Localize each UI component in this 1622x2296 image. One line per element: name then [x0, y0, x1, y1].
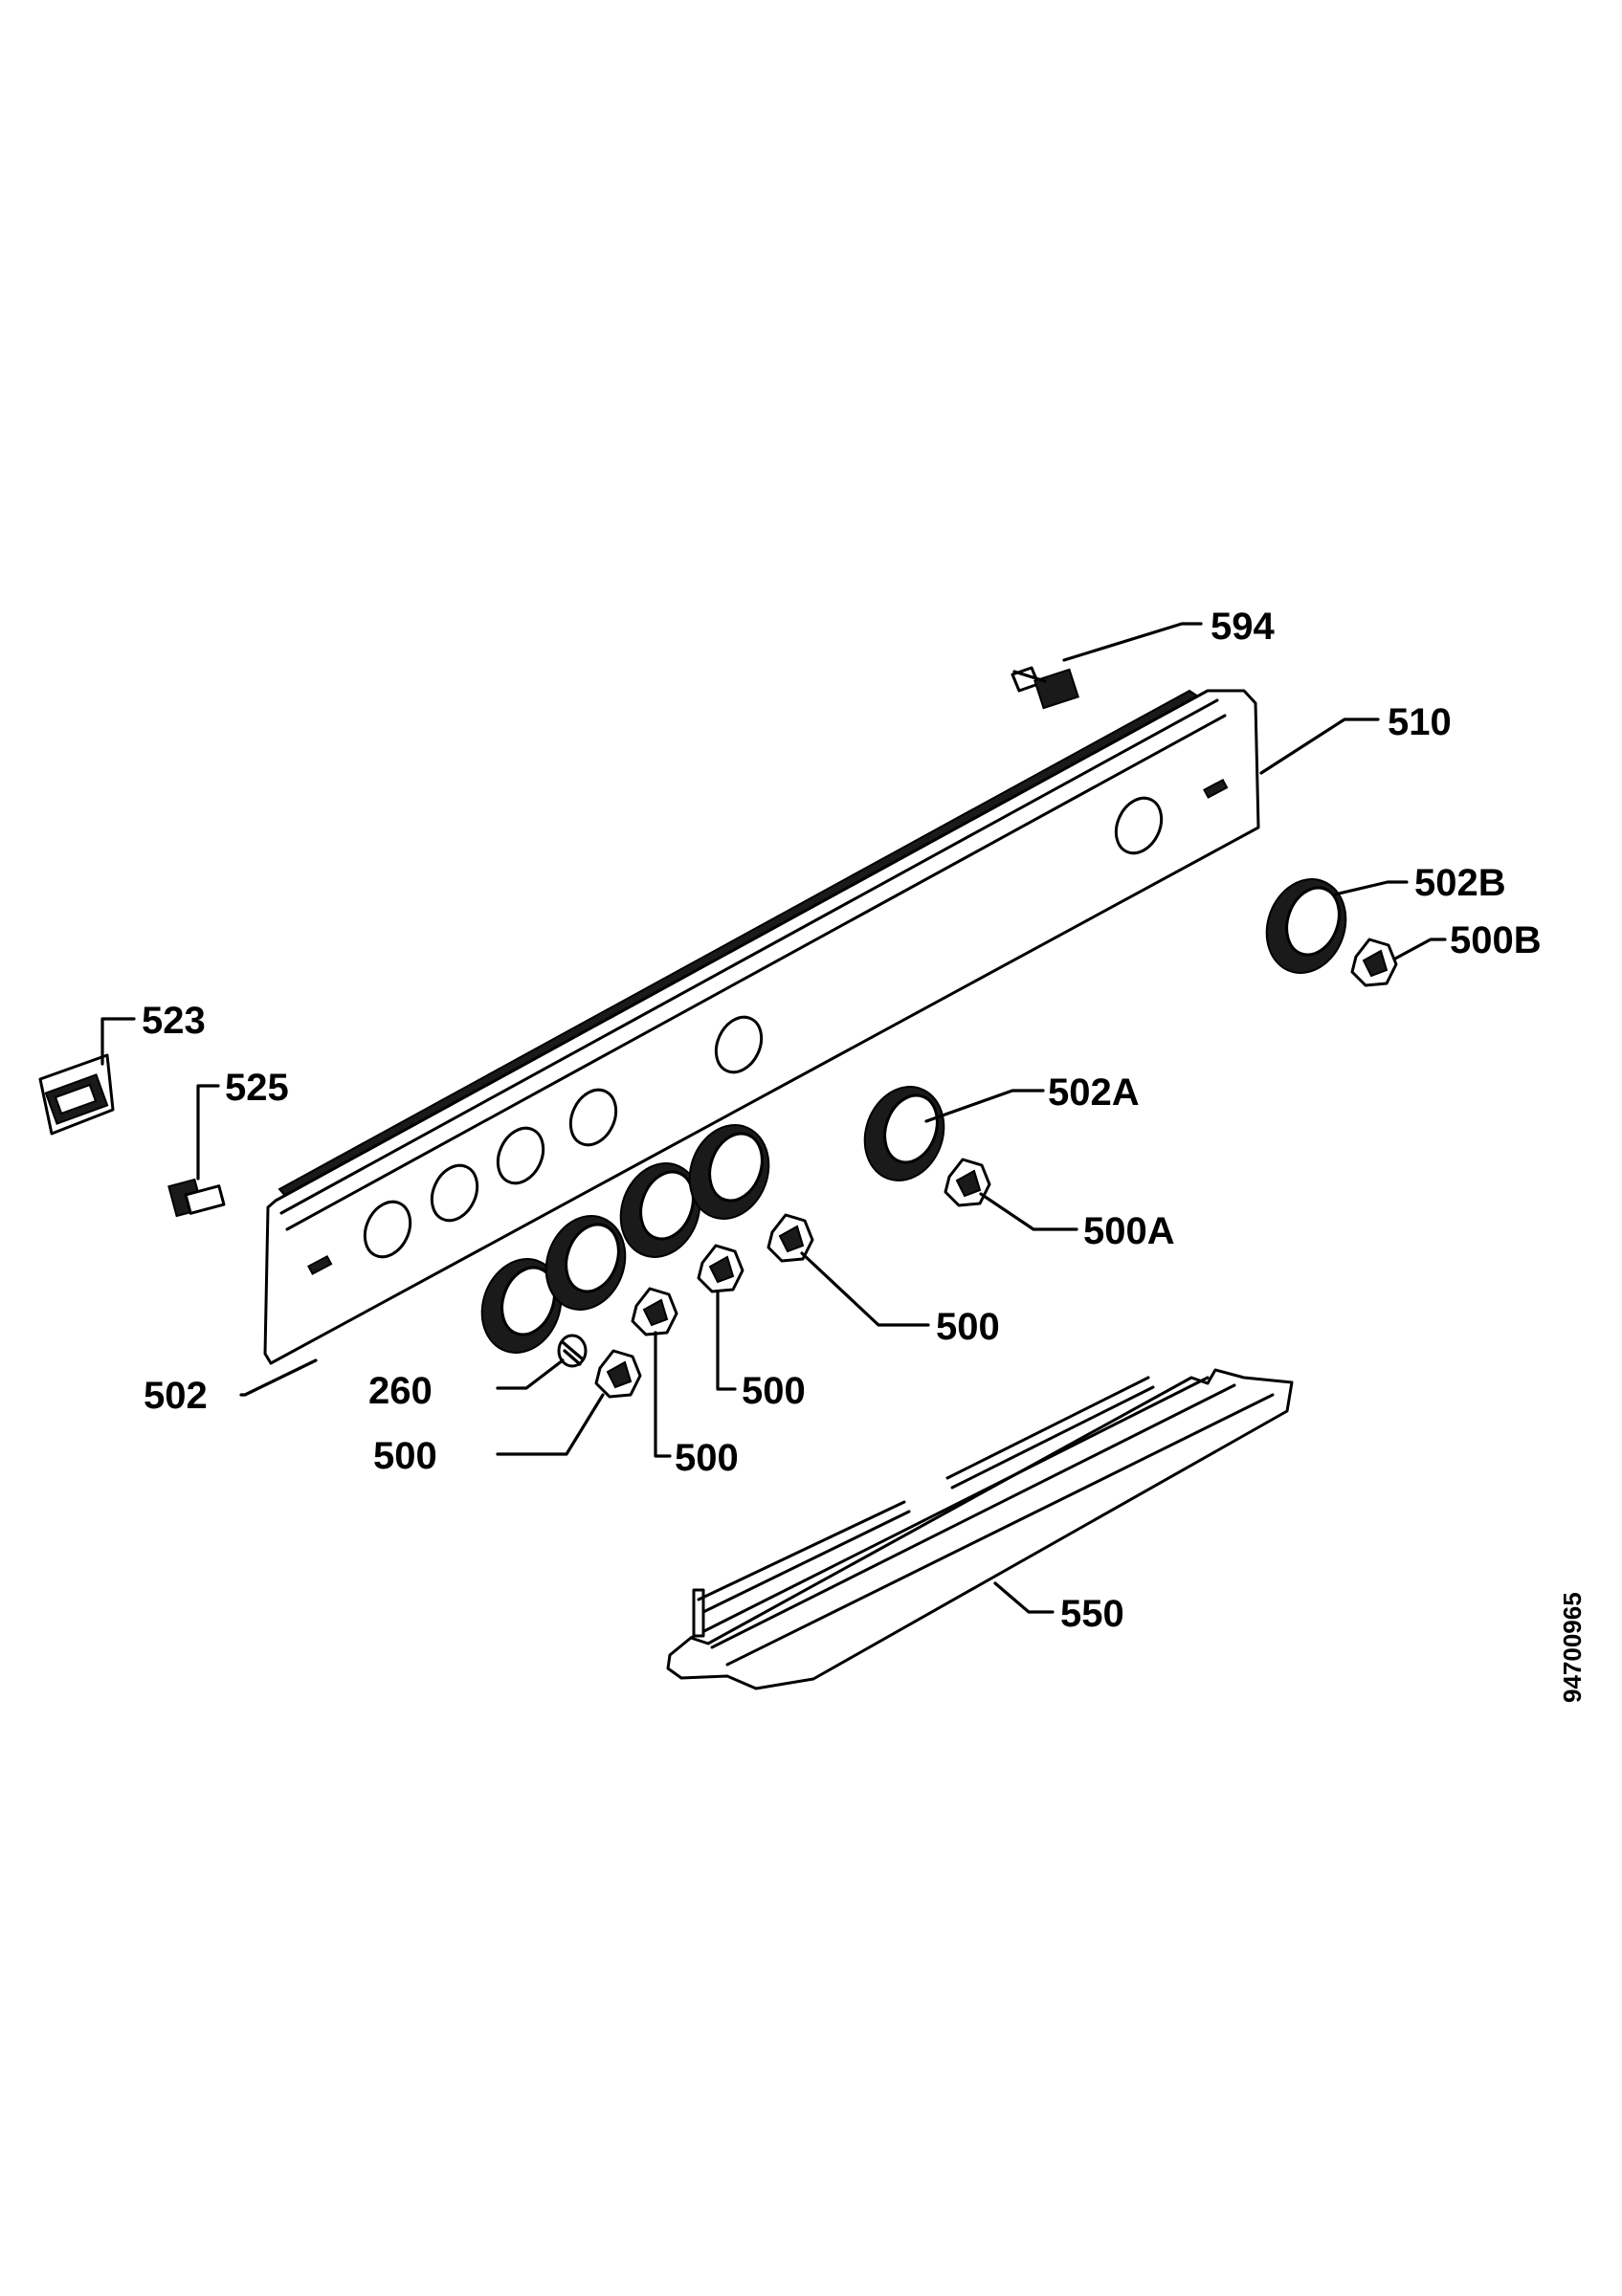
label-260: 260	[368, 1370, 433, 1412]
bezel	[480, 1258, 563, 1354]
knob	[697, 1244, 744, 1293]
label-500: 500	[936, 1306, 1000, 1348]
label-594: 594	[1211, 606, 1275, 648]
control-panel-510	[263, 689, 1260, 1365]
knobs-500	[594, 1213, 814, 1399]
bezel-502B	[1265, 878, 1347, 974]
knob-500B	[1350, 938, 1398, 987]
label-502B: 502B	[1414, 862, 1506, 904]
spring-260	[557, 1334, 588, 1368]
bezels-502	[480, 1124, 770, 1354]
knob-500A	[944, 1158, 991, 1207]
label-502: 502	[144, 1375, 208, 1417]
knob	[631, 1287, 678, 1336]
label-500: 500	[675, 1437, 739, 1479]
label-500A: 500A	[1083, 1210, 1175, 1252]
bezel-502A	[863, 1086, 945, 1181]
knob	[767, 1213, 814, 1263]
part-labels: 594 510 502B 500B 523 525 502A 500A 500 …	[142, 606, 1542, 1635]
label-500: 500	[742, 1370, 806, 1412]
document-number: 94700965	[1558, 1592, 1587, 1703]
label-525: 525	[225, 1067, 289, 1109]
label-550: 550	[1060, 1593, 1124, 1635]
switch-523	[38, 1053, 115, 1136]
label-500B: 500B	[1450, 919, 1542, 961]
knob	[594, 1349, 642, 1399]
bezel	[688, 1124, 770, 1220]
bezel	[544, 1215, 627, 1311]
leader-lines	[100, 622, 1447, 1614]
label-510: 510	[1388, 701, 1452, 743]
part-525	[167, 1178, 226, 1218]
trim-strip-550	[666, 1368, 1294, 1690]
label-502A: 502A	[1048, 1071, 1140, 1114]
bezel	[619, 1162, 701, 1258]
label-500: 500	[373, 1435, 437, 1477]
label-523: 523	[142, 1000, 206, 1042]
clip-594	[1011, 666, 1079, 710]
